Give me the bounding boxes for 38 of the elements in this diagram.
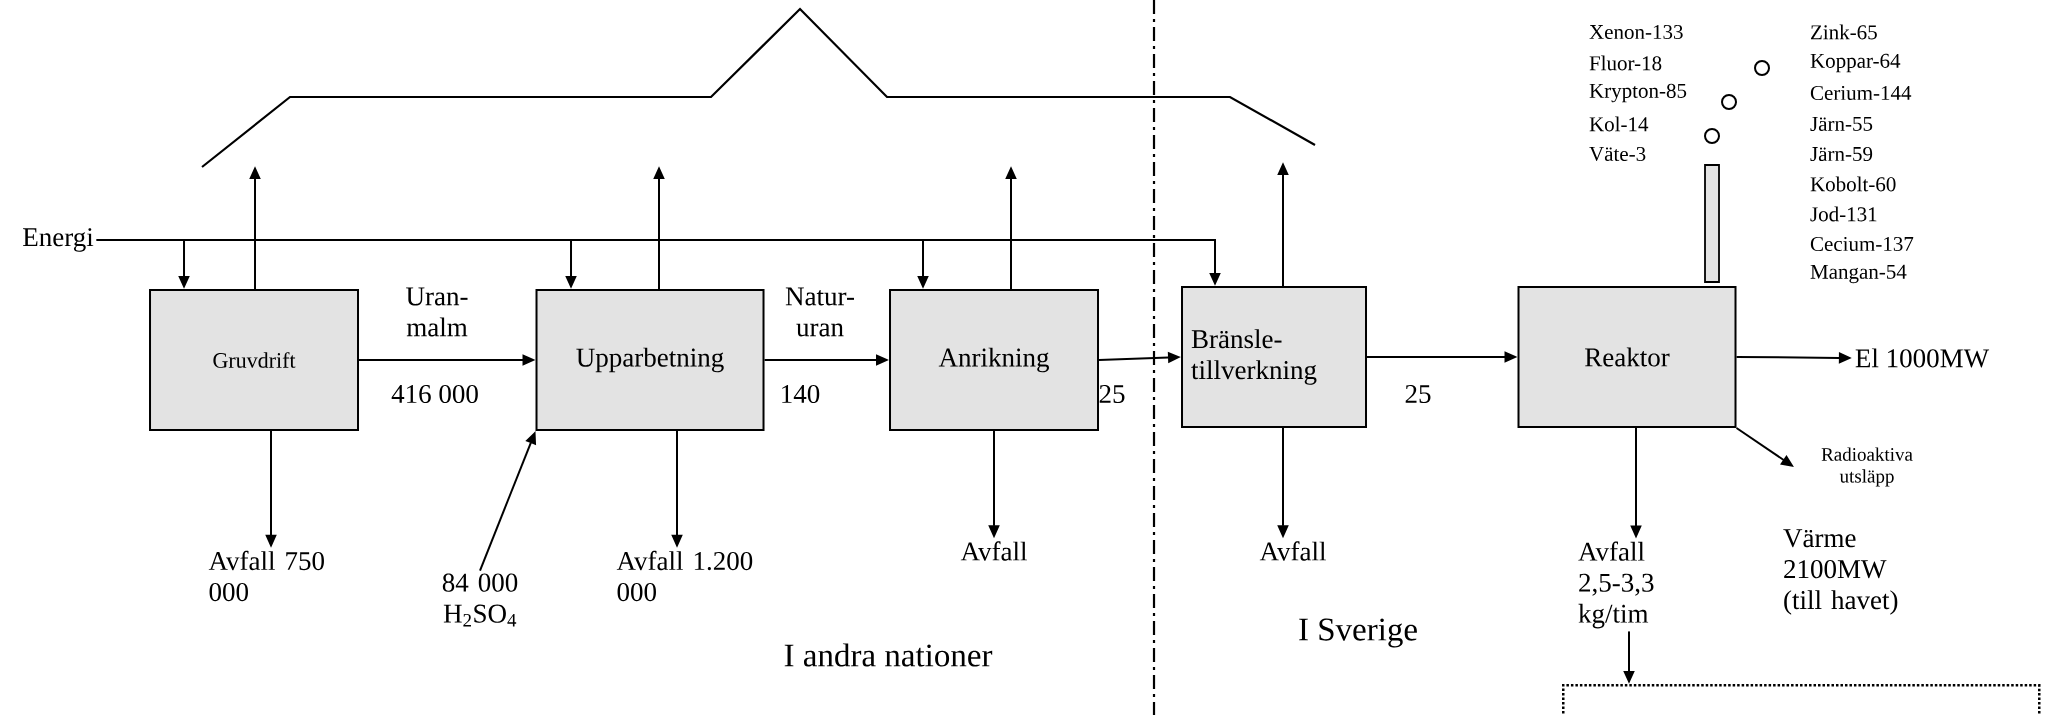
isotope-label: Fluor-18 [1589, 55, 1662, 71]
isotope-label: Xenon-133 [1589, 24, 1683, 40]
waste-label: Avfall 2,5-3,3 kg/tim [1578, 541, 1654, 629]
isotope-label: Jod-131 [1810, 206, 1877, 222]
region-label: I andra nationer [784, 643, 993, 667]
waste-label: Avfall [960, 541, 1027, 561]
isotope-label: Kol-14 [1589, 116, 1649, 132]
quantity-label: 140 [782, 384, 820, 404]
input-label: 84 000 H$_{2}$SO$_{4}$ [442, 573, 518, 627]
edge-label: Uran- malm [396, 286, 478, 338]
process-box: Upparbetning [535, 289, 765, 431]
isotope-label: Järn-59 [1810, 146, 1873, 162]
quantity-label: 416 000 [391, 384, 478, 404]
isotope-label: Krypton-85 [1589, 83, 1687, 103]
output-label: El 1000MW [1855, 348, 1990, 368]
input-label: Energi [23, 228, 94, 252]
region-label: I Sverige [1299, 618, 1417, 648]
quantity-label: 25 [1405, 384, 1431, 404]
storage-box [1562, 684, 2041, 715]
isotope-label: Koppar-64 [1810, 53, 1901, 73]
isotope-label: Väte-3 [1589, 146, 1646, 162]
process-box: Bränsle- tillverkning [1181, 286, 1367, 428]
isotope-label: Järn-55 [1810, 117, 1873, 131]
output-label: Radioaktiva utsläpp [1821, 447, 1913, 487]
process-box: Gruvdrift [149, 289, 359, 431]
isotope-label: Zink-65 [1811, 24, 1877, 40]
waste-label: Avfall [1259, 541, 1326, 561]
process-box: Reaktor [1517, 286, 1737, 428]
isotope-label: Cerium-144 [1810, 85, 1912, 101]
waste-label: Avfall 1.200 000 [616, 550, 753, 602]
quantity-label: 25 [1099, 384, 1125, 404]
isotope-label: Mangan-54 [1810, 264, 1907, 284]
edge-label: Natur- uran [779, 286, 861, 338]
isotope-label: Cecium-137 [1810, 236, 1914, 252]
isotope-label: Kobolt-60 [1810, 176, 1896, 192]
waste-label: Avfall 750 000 [208, 550, 324, 602]
heat-label: Värme 2100MW (till havet) [1783, 529, 1898, 615]
process-box: Anrikning [889, 289, 1099, 431]
